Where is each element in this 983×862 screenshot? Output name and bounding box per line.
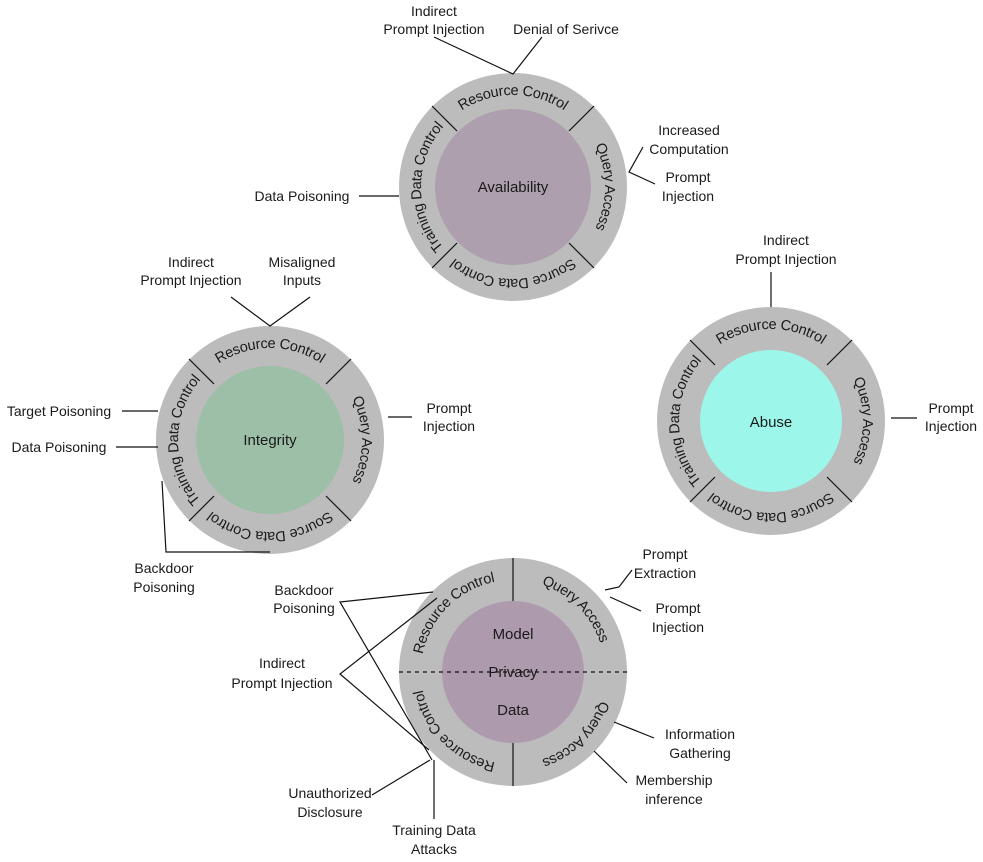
availability-core bbox=[435, 109, 591, 265]
privacy-membership-label: Membership bbox=[635, 772, 712, 788]
privacy-membership-label: inference bbox=[645, 791, 703, 807]
abuse-prompt-label: Injection bbox=[925, 418, 977, 434]
privacy-information-label: Gathering bbox=[669, 745, 730, 761]
privacy-prompt-label: Injection bbox=[652, 619, 704, 635]
availability-wheel: Resource Control Query Access Source Dat… bbox=[399, 73, 627, 301]
integrity-divider bbox=[325, 358, 352, 385]
privacy-extraction-label: Prompt bbox=[642, 546, 687, 562]
privacy-model-label: Model bbox=[493, 626, 534, 643]
integrity-target-poisoning-label: Target Poisoning bbox=[7, 403, 111, 419]
integrity-prompt-label: Injection bbox=[423, 418, 475, 434]
privacy-indirect-label: Indirect bbox=[259, 655, 305, 671]
abuse-divider bbox=[826, 339, 853, 366]
privacy-training-label: Attacks bbox=[411, 841, 457, 857]
integrity-divider bbox=[325, 495, 352, 522]
privacy-unauthorized-label: Disclosure bbox=[297, 804, 363, 820]
availability-prompt-label: Injection bbox=[662, 188, 714, 204]
privacy-backdoor-label: Backdoor bbox=[274, 582, 333, 598]
availability-leaders bbox=[359, 36, 656, 197]
privacy-leader-backdoor bbox=[339, 591, 434, 761]
abuse-divider bbox=[689, 339, 716, 366]
abuse-prompt-label: Prompt bbox=[928, 400, 973, 416]
integrity-core bbox=[196, 366, 344, 514]
privacy-unauthorized-label: Unauthorized bbox=[288, 785, 371, 801]
integrity-divider bbox=[188, 358, 215, 385]
integrity-misaligned-label: Inputs bbox=[283, 272, 321, 288]
availability-prompt-label: Prompt bbox=[665, 169, 710, 185]
abuse-indirect-label: Indirect bbox=[763, 232, 809, 248]
integrity-indirect-label: Indirect bbox=[168, 254, 214, 270]
abuse-core bbox=[700, 350, 842, 492]
integrity-misaligned-label: Misaligned bbox=[269, 254, 336, 270]
availability-title: Availability bbox=[478, 179, 549, 196]
integrity-backdoor-label: Poisoning bbox=[133, 579, 195, 595]
privacy-leader-unauthorized bbox=[371, 759, 431, 796]
availability-indirect-label: Prompt Injection bbox=[383, 21, 484, 37]
integrity-divider bbox=[188, 495, 215, 522]
availability-data-poisoning-label: Data Poisoning bbox=[255, 188, 350, 204]
privacy-backdoor-label: Poisoning bbox=[273, 600, 335, 616]
availability-leader-top bbox=[433, 36, 543, 75]
abuse-indirect-label: Prompt Injection bbox=[735, 251, 836, 267]
integrity-prompt-label: Prompt bbox=[426, 400, 471, 416]
integrity-wheel: Resource Control Query Access Source Dat… bbox=[156, 326, 384, 554]
privacy-leader-membership bbox=[593, 750, 628, 784]
availability-dos-label: Denial of Serivce bbox=[513, 21, 619, 37]
integrity-title: Integrity bbox=[243, 432, 297, 449]
privacy-leader-extraction bbox=[604, 569, 633, 591]
privacy-title: Privacy bbox=[488, 664, 538, 681]
availability-divider bbox=[568, 105, 595, 132]
abuse-divider bbox=[826, 476, 853, 503]
privacy-leader-information bbox=[613, 721, 655, 739]
privacy-indirect-label: Prompt Injection bbox=[231, 675, 332, 691]
integrity-leader-backdoor bbox=[161, 480, 270, 553]
integrity-leaders bbox=[116, 296, 412, 553]
privacy-leaders bbox=[339, 569, 655, 819]
integrity-indirect-label: Prompt Injection bbox=[140, 272, 241, 288]
availability-divider bbox=[431, 105, 458, 132]
availability-indirect-label: Indirect bbox=[411, 3, 457, 19]
abuse-title: Abuse bbox=[750, 414, 793, 431]
availability-increased-label: Computation bbox=[649, 141, 728, 157]
availability-increased-label: Increased bbox=[658, 122, 719, 138]
integrity-backdoor-label: Backdoor bbox=[134, 560, 193, 576]
availability-divider bbox=[568, 242, 595, 269]
privacy-wheel: Resource Control Query Access Query Acce… bbox=[399, 558, 627, 786]
abuse-wheel: Resource Control Query Access Source Dat… bbox=[657, 307, 885, 535]
integrity-data-poisoning-label: Data Poisoning bbox=[12, 439, 107, 455]
privacy-data-label: Data bbox=[497, 702, 529, 719]
availability-leader-right bbox=[628, 146, 656, 185]
abuse-leaders bbox=[770, 272, 917, 419]
privacy-leader-prompt bbox=[609, 596, 642, 612]
privacy-training-label: Training Data bbox=[392, 822, 476, 838]
abuse-divider bbox=[689, 476, 716, 503]
privacy-leader-indirect bbox=[339, 597, 438, 751]
privacy-information-label: Information bbox=[665, 726, 735, 742]
privacy-extraction-label: Extraction bbox=[634, 565, 696, 581]
availability-divider bbox=[431, 242, 458, 269]
integrity-leader-top bbox=[230, 296, 311, 327]
privacy-prompt-label: Prompt bbox=[655, 600, 700, 616]
